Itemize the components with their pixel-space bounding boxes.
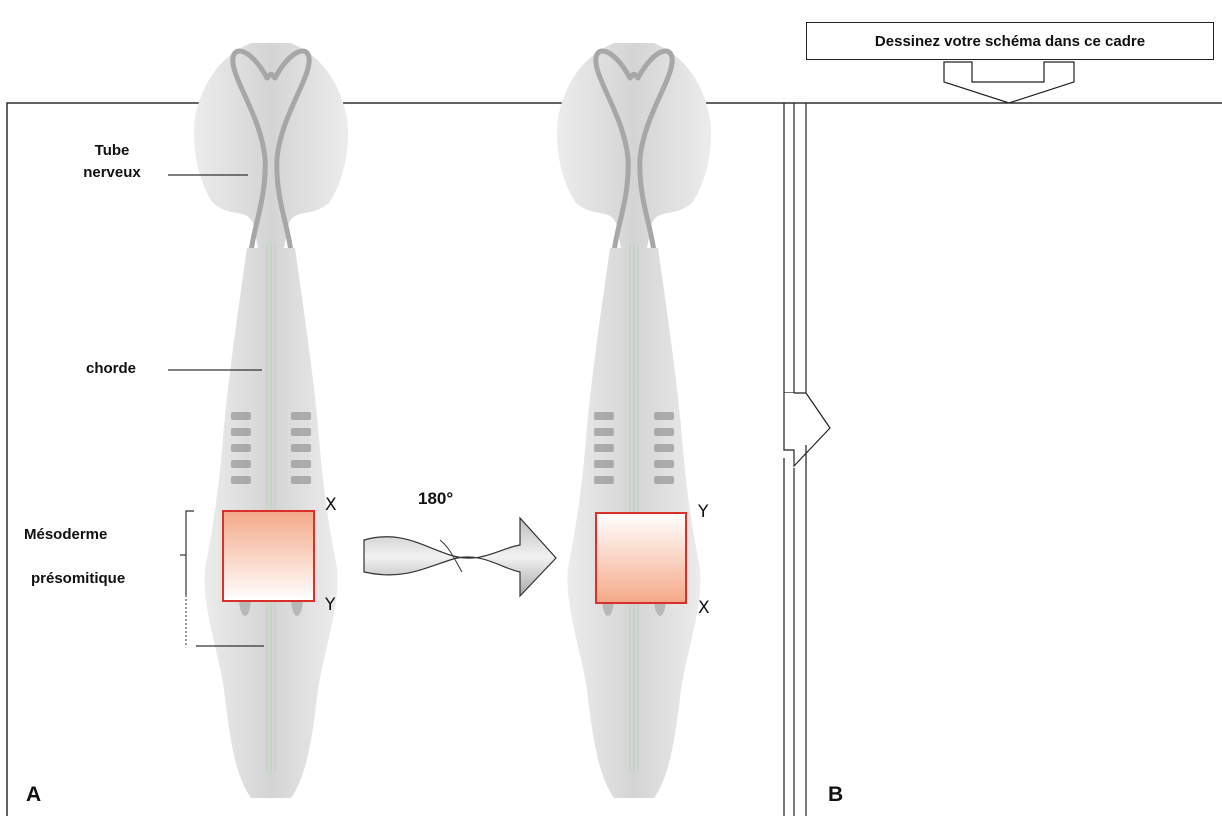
embryo-b [557,43,711,798]
panel-b-label: B [828,784,843,806]
graft-square-b [596,513,686,603]
graft-square-a [223,511,314,601]
marker-x-b: X [698,598,710,618]
marker-x-a: X [325,495,337,515]
instruction-box: Dessinez votre schéma dans ce cadre [806,22,1214,60]
marker-y-a: Y [325,595,335,615]
psm-label-line1: Mésoderme [24,524,107,546]
instruction-text: Dessinez votre schéma dans ce cadre [875,33,1145,50]
panel-a-label: A [26,784,41,806]
neural-tube-label: Tube nerveux [72,140,152,184]
instruction-arrow [944,62,1074,103]
notochord-label: chorde [86,358,136,380]
marker-y-b: Y [698,502,708,522]
separator-arrow [784,103,830,816]
embryo-a [194,43,348,798]
rotation-label: 180° [418,488,453,510]
rotation-arrow [364,518,556,596]
psm-label-line2: présomitique [31,568,125,590]
neural-tube-label-line1: Tube [72,140,152,162]
neural-tube-label-line2: nerveux [72,162,152,184]
psm-bracket [186,511,194,595]
